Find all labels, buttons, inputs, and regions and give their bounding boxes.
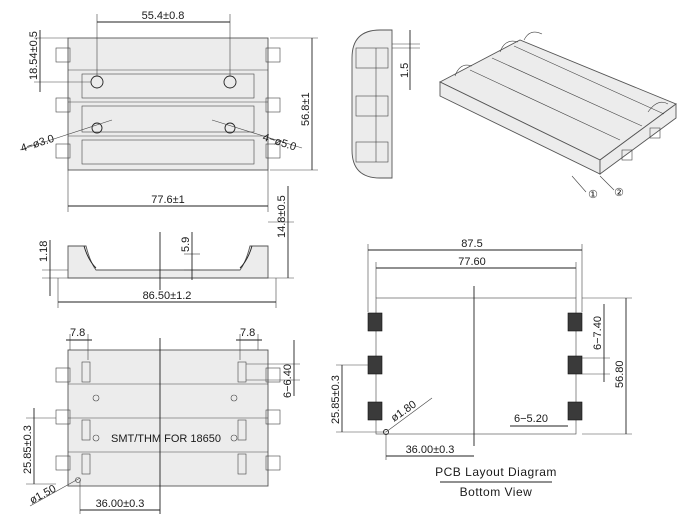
pcb-pad bbox=[567, 355, 583, 375]
dim-slot: 5.9 bbox=[180, 237, 192, 252]
top-view-body bbox=[67, 37, 269, 171]
pcb-pad bbox=[567, 401, 583, 421]
pcb-dim-center: 36.00±0.3 bbox=[406, 444, 455, 456]
dim-length: 86.50±1.2 bbox=[143, 290, 192, 302]
dim-pitch: 6−6.40 bbox=[282, 364, 294, 398]
bottom-view-label: SMT/THM FOR 18650 bbox=[111, 433, 221, 445]
pcb-dim-row-pitch: 25.85±0.3 bbox=[330, 375, 342, 424]
hole-small-label: 4−ø3.0 bbox=[19, 133, 56, 155]
dim-hole: ø1.50 bbox=[28, 483, 58, 507]
dim-tab-right: 7.8 bbox=[240, 327, 255, 339]
iso-callout-2: ② bbox=[614, 187, 624, 199]
pcb-pad bbox=[367, 401, 383, 421]
pcb-pad bbox=[367, 312, 383, 332]
dim-tab-left: 7.8 bbox=[70, 327, 85, 339]
pcb-pad bbox=[567, 312, 583, 332]
dim-width: 77.6±1 bbox=[151, 194, 185, 206]
iso-view: ① ② bbox=[439, 31, 677, 201]
pcb-pad bbox=[367, 355, 383, 375]
bottom-view: SMT/THM FOR 18650 7.8 7.8 6−6.40 25.85±0… bbox=[22, 327, 300, 514]
dim-pitch-top: 55.4±0.8 bbox=[142, 10, 185, 22]
dim-height-right: 56.8±1 bbox=[300, 92, 312, 126]
pcb-dim-pad-width: 6−5.20 bbox=[514, 413, 548, 425]
iso-callout-1: ① bbox=[588, 189, 598, 201]
front-view: 1.18 5.9 14.8±0.5 86.50±1.2 bbox=[38, 186, 294, 308]
dim-row-pitch: 25.85±0.3 bbox=[22, 425, 34, 474]
iso-body-side bbox=[599, 103, 677, 175]
side-view-body bbox=[351, 29, 393, 179]
pcb-dim-height: 56.80 bbox=[614, 360, 626, 388]
top-view: 55.4±0.8 18.54±0.5 56.8±1 77.6±1 4−ø3.0 … bbox=[19, 10, 318, 212]
pcb-caption-title: PCB Layout Diagram bbox=[435, 465, 557, 479]
pcb-dim-pad-pitch: 6−7.40 bbox=[592, 316, 604, 350]
dim-thickness: 1.5 bbox=[399, 63, 411, 78]
dim-height: 14.8±0.5 bbox=[276, 195, 288, 238]
dim-center: 36.00±0.3 bbox=[96, 498, 145, 510]
pcb-layout: 87.5 77.60 6−7.40 56.80 25.85±0.3 ø1.80 … bbox=[330, 238, 632, 499]
pcb-caption-sub: Bottom View bbox=[460, 485, 533, 499]
front-view-body bbox=[67, 245, 269, 279]
mount-hole-small bbox=[91, 122, 103, 134]
dim-base: 1.18 bbox=[38, 241, 50, 262]
mount-hole-small bbox=[224, 122, 236, 134]
pcb-dim-hole: ø1.80 bbox=[389, 398, 419, 424]
pcb-dim-inner: 77.60 bbox=[458, 256, 486, 268]
side-view: 1.5 bbox=[351, 29, 420, 179]
pcb-dim-outer: 87.5 bbox=[461, 238, 482, 250]
dim-offset-left: 18.54±0.5 bbox=[28, 31, 40, 80]
